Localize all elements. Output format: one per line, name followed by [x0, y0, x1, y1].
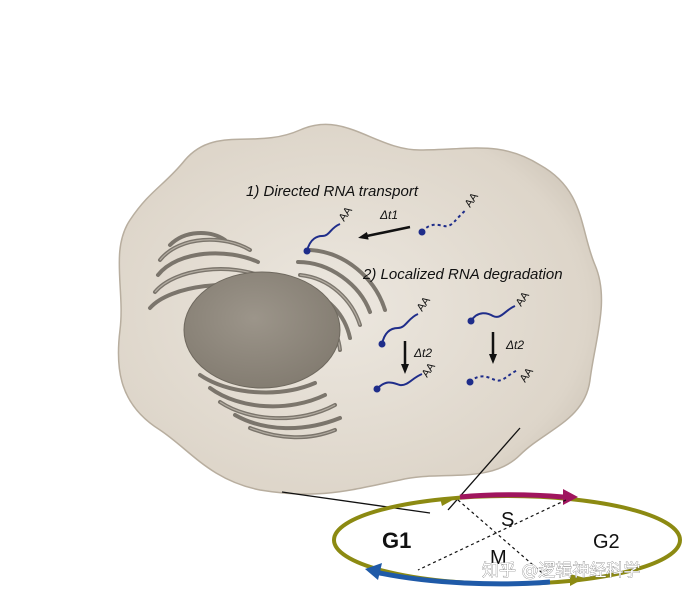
degradation-label: 2) Localized RNA degradation [362, 266, 563, 283]
transport-arrow [358, 225, 411, 240]
nucleus [183, 271, 341, 389]
g2-label: G2 [593, 531, 620, 553]
g1-label: G1 [382, 528, 411, 553]
dt1-label: Δt1 [379, 208, 398, 222]
m-phase-arc [374, 569, 551, 587]
watermark: 知乎 @逻辑神经科学 [482, 561, 640, 581]
s-label: S [501, 509, 514, 531]
dt2-label-right: Δt2 [505, 338, 524, 352]
connector-left [281, 491, 431, 514]
dt2-label-left: Δt2 [413, 346, 432, 360]
s-phase-arc [459, 492, 564, 500]
m-label: M [490, 547, 507, 569]
transport-label: 1) Directed RNA transport [246, 183, 419, 200]
cell-cycle: G1 S G2 M [332, 489, 682, 587]
